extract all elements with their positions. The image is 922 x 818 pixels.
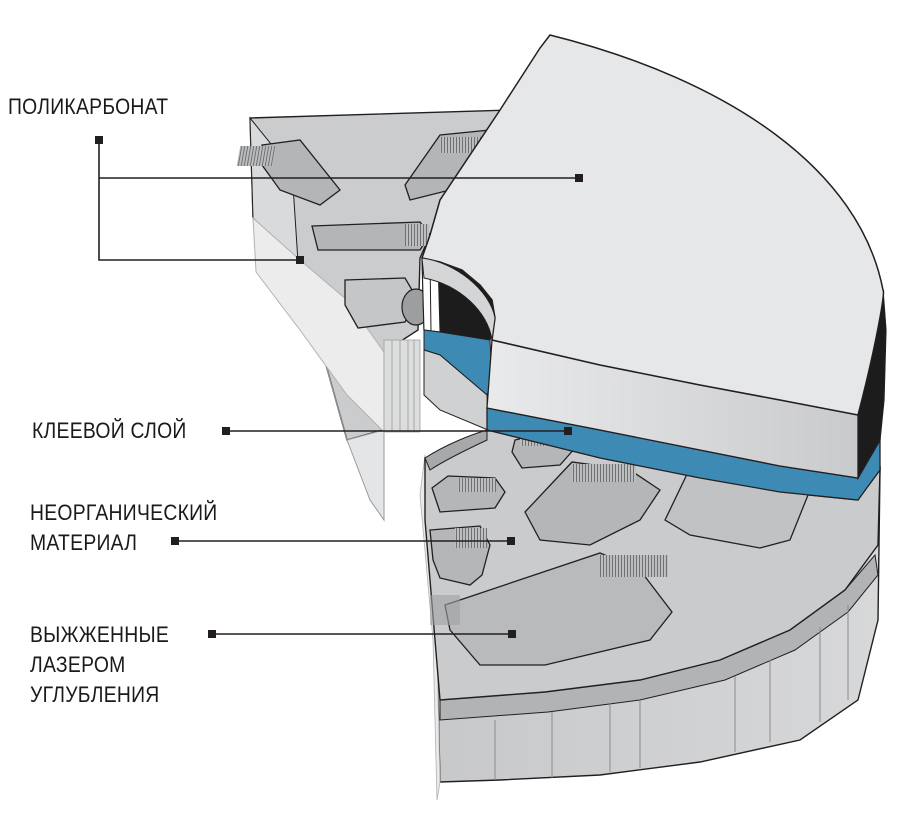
laser-pocket-3 <box>524 461 661 546</box>
label-laser-line3: УГЛУБЛЕНИЯ <box>30 682 160 707</box>
label-inorganic-line2: МАТЕРИАЛ <box>30 530 138 555</box>
label-polycarbonate-text: ПОЛИКАРБОНАТ <box>8 94 169 119</box>
callout-lines <box>98 140 579 635</box>
label-laser: ВЫЖЖЕННЫЕ ЛАЗЕРОМ УГЛУБЛЕНИЯ <box>30 620 169 710</box>
callout-dots <box>95 136 583 638</box>
label-inorganic-line1: НЕОРГАНИЧЕСКИЙ <box>30 500 218 525</box>
label-polycarbonate: ПОЛИКАРБОНАТ <box>8 92 168 122</box>
polycarbonate-layer <box>421 34 887 481</box>
label-inorganic: НЕОРГАНИЧЕСКИЙ МАТЕРИАЛ <box>30 498 217 558</box>
layer-stack-cut <box>421 257 496 431</box>
label-laser-line2: ЛАЗЕРОМ <box>30 652 126 677</box>
leader-polycarbonate <box>98 140 300 261</box>
front-inorganic-plate <box>419 429 881 801</box>
label-adhesive-text: КЛЕЕВОЙ СЛОЙ <box>32 418 187 443</box>
label-adhesive: КЛЕЕВОЙ СЛОЙ <box>32 416 187 446</box>
polycarbonate-top-face <box>421 34 885 416</box>
back-pocket-4 <box>344 277 419 329</box>
label-laser-line1: ВЫЖЖЕННЫЕ <box>30 622 170 647</box>
